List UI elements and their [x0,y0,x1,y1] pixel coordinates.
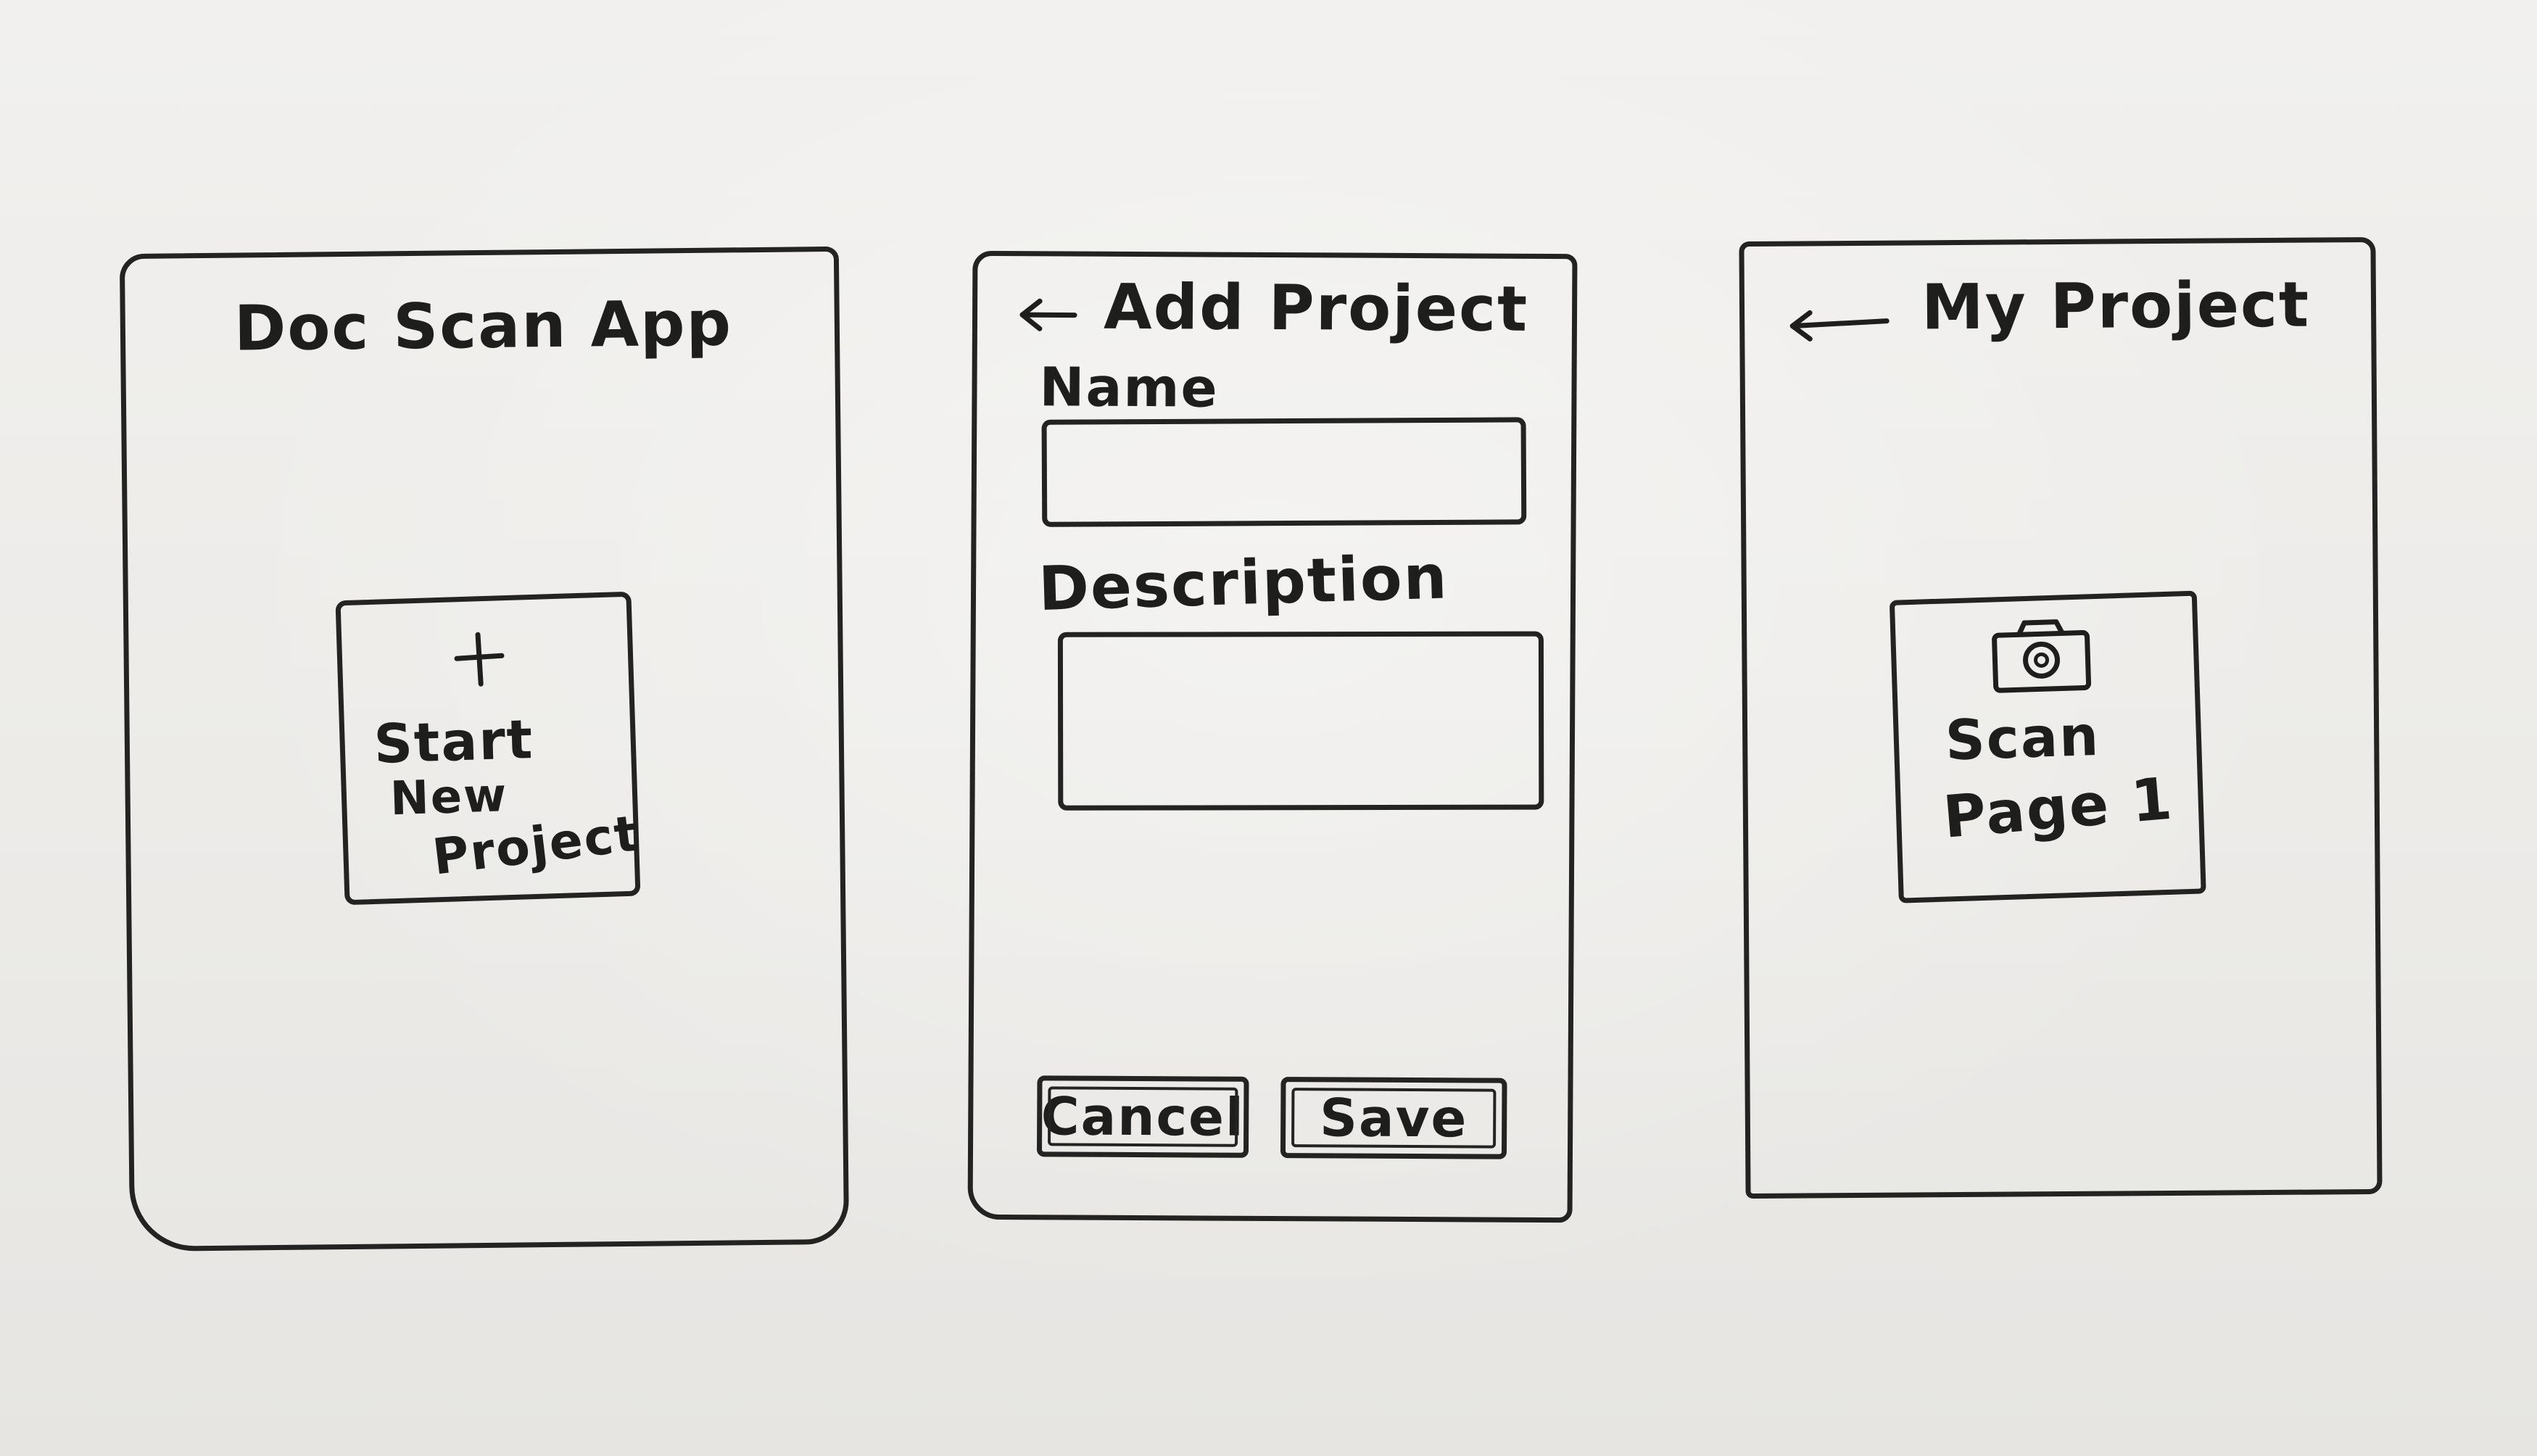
my-project-title: My Project [1921,268,2311,344]
plus-icon [454,632,505,687]
description-label: Description [1037,541,1449,625]
save-button-inner-border [1291,1088,1497,1149]
save-button[interactable]: Save [1280,1077,1507,1159]
start-card-line-start: Start [373,708,535,776]
name-field[interactable] [1041,417,1527,527]
start-card-line-new: New [389,769,509,827]
add-project-screen: Add Project Name Description Cancel Save [967,250,1578,1223]
camera-icon [1992,619,2092,693]
cancel-button[interactable]: Cancel [1036,1075,1249,1158]
home-screen: Doc Scan App Start New Project [119,246,850,1252]
scan-card-line-scan: Scan [1944,703,2101,773]
name-label: Name [1039,356,1219,420]
scan-page-button[interactable]: Scan Page 1 [1889,590,2206,903]
back-arrow-icon[interactable] [1784,307,1892,344]
scan-card-line-page: Page 1 [1940,764,2176,851]
cancel-button-inner-border [1048,1086,1238,1147]
back-arrow-icon[interactable] [1015,297,1080,333]
add-project-title: Add Project [1103,270,1529,346]
app-title: Doc Scan App [233,287,733,365]
description-field[interactable] [1057,631,1544,811]
start-new-project-button[interactable]: Start New Project [335,591,642,906]
my-project-screen: My Project Scan Page 1 [1739,236,2383,1199]
